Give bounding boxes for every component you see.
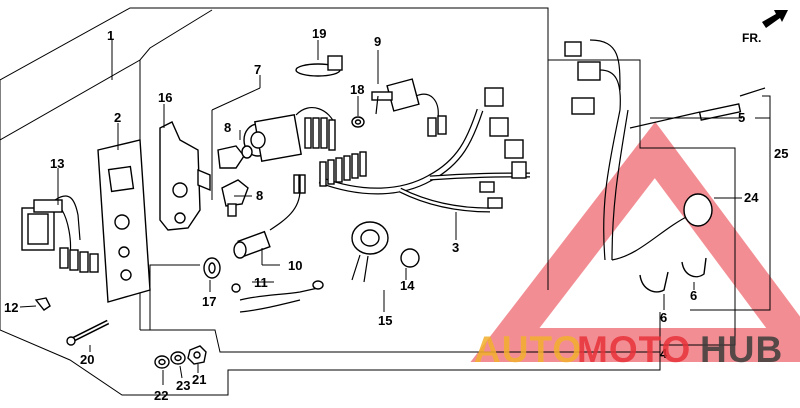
sender-unit [233,189,301,259]
nut-and-washers [154,345,207,369]
assembly-frame [0,7,736,396]
front-direction-arrow: FR. [742,10,788,45]
callout-11: 11 [254,275,268,290]
panel-plate [97,139,151,303]
callout-21: 21 [192,372,206,387]
callout-24: 24 [744,190,759,205]
mounting-bracket [159,121,211,231]
ignition-switch [243,107,336,162]
callout-16: 16 [158,90,172,105]
direction-label: FR. [742,31,761,45]
callout-9: 9 [374,34,381,49]
clamp-band [295,55,343,77]
callout-25: 25 [774,146,788,161]
clip [34,297,51,311]
callout-6b: 6 [660,310,667,325]
callout-2: 2 [114,110,121,125]
callout-13: 13 [50,156,64,171]
watermark-moto: MOTO [577,329,691,370]
toggle-switch [351,78,447,137]
keys [217,145,253,217]
callout-14: 14 [400,278,415,293]
grommet [203,257,221,279]
switch-unit [21,195,99,273]
callout-numbers: 1 2 3 4 5 6 6 7 8 8 9 10 11 12 13 14 15 … [4,26,788,403]
callout-20: 20 [80,352,94,367]
leader-lines [19,40,771,385]
callout-8b: 8 [256,188,263,203]
callout-3: 3 [452,240,459,255]
callout-15: 15 [378,313,392,328]
callout-22: 22 [154,388,168,403]
callout-12: 12 [4,300,18,315]
screw [66,319,110,346]
callout-5: 5 [738,110,745,125]
callout-6a: 6 [690,288,697,303]
callout-8a: 8 [224,120,231,135]
callout-7: 7 [254,62,261,77]
watermark-auto: AUTO [474,329,582,370]
callout-23: 23 [176,378,190,393]
cable-clamps [639,257,707,293]
callout-1: 1 [107,28,114,43]
callout-19: 19 [312,26,326,41]
watermark-hub: HUB [700,329,783,370]
callout-17: 17 [202,294,216,309]
callout-10: 10 [288,258,302,273]
extension-harness [564,39,766,261]
watermark-logo: AUTO MOTO HUB [474,329,783,370]
wire-harness [293,87,531,213]
lanyard-cord [231,280,324,313]
watermark-triangle [470,121,800,362]
callout-4: 4 [660,346,668,361]
callout-18: 18 [350,82,364,97]
buzzer [351,221,420,283]
